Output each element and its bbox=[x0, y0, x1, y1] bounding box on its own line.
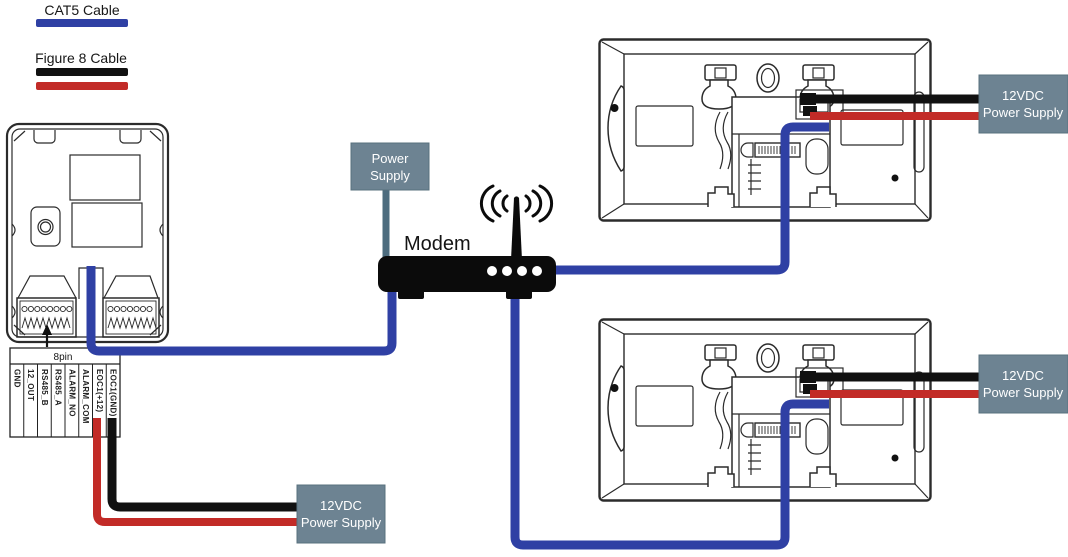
psu-label-line1: 12VDC bbox=[320, 498, 362, 513]
door-station-illustration bbox=[5, 122, 170, 344]
psu-label-line2: Power Supply bbox=[301, 515, 382, 530]
modem-led-dots bbox=[487, 266, 542, 276]
camera-module bbox=[30, 206, 61, 247]
wire-cat5-doorstation-to-modem bbox=[86, 266, 397, 356]
psu-box bbox=[978, 354, 1068, 414]
wire-black-doorstation-to-psu bbox=[107, 418, 298, 512]
psu-label-line2: Power Supply bbox=[983, 385, 1064, 400]
wire-red-doorstation-to-psu bbox=[93, 418, 298, 526]
pin-label-alarmcom: ALARM_COM bbox=[81, 369, 90, 424]
modem-power-supply: Power Supply bbox=[350, 142, 430, 191]
pin-label-12out: 12_OUT bbox=[26, 369, 35, 401]
pin-label-eoc1-gnd: EOC1(GND) bbox=[109, 369, 118, 417]
psu-label-line2: Supply bbox=[370, 168, 410, 183]
psu-box bbox=[350, 142, 430, 191]
terminal-block-right bbox=[102, 297, 160, 338]
monitor-2-illustration bbox=[598, 318, 932, 502]
psu-box bbox=[978, 74, 1068, 134]
cat5-cable-swatch bbox=[36, 19, 128, 27]
pin-label-gnd: GND bbox=[13, 369, 22, 388]
figure8-red-swatch bbox=[36, 82, 128, 90]
wire-cat5-modem-to-monitor2 bbox=[510, 288, 829, 550]
pin-arrow-icon bbox=[42, 324, 52, 347]
monitor-1-illustration bbox=[598, 38, 932, 222]
pin-label-rs485b: RS485_B bbox=[40, 369, 49, 406]
legend-figure8-label: Figure 8 Cable bbox=[35, 50, 127, 66]
pin-label-alarmno: ALARM_NO bbox=[67, 369, 76, 417]
legend-cat5-label: CAT5 Cable bbox=[44, 2, 119, 18]
door-station-cutout-bottom bbox=[71, 202, 143, 248]
psu-label-line2: Power Supply bbox=[983, 105, 1064, 120]
pin-label-rs485a: RS485_A bbox=[54, 369, 63, 406]
legend: CAT5 Cable Figure 8 Cable bbox=[35, 2, 128, 90]
modem-label: Modem bbox=[404, 233, 471, 255]
pin-label-eoc1-12: EOC1(+12) bbox=[95, 369, 104, 412]
pin-terminal-table: 8pin GND 12_OUT RS485_B RS485_A ALARM_NO… bbox=[9, 324, 121, 438]
modem-body bbox=[378, 256, 556, 292]
monitor-2-red-plug bbox=[803, 384, 817, 394]
psu-box bbox=[296, 484, 386, 544]
psu-label-line1: 12VDC bbox=[1002, 88, 1044, 103]
monitor-1-red-plug bbox=[803, 106, 817, 116]
pin-header-label: 8pin bbox=[54, 352, 73, 363]
wifi-antenna-icon bbox=[479, 184, 554, 260]
psu-label-line1: Power bbox=[372, 151, 410, 166]
doorstation-power-supply: 12VDC Power Supply bbox=[296, 484, 386, 544]
monitor-2-power-supply: 12VDC Power Supply bbox=[978, 354, 1068, 414]
wire-cat5-modem-to-monitor1 bbox=[550, 122, 829, 275]
door-station-cutout-top bbox=[69, 154, 141, 201]
psu-label-line1: 12VDC bbox=[1002, 368, 1044, 383]
figure8-black-swatch bbox=[36, 68, 128, 76]
monitor-1-power-supply: 12VDC Power Supply bbox=[978, 74, 1068, 134]
modem-illustration bbox=[378, 184, 556, 299]
